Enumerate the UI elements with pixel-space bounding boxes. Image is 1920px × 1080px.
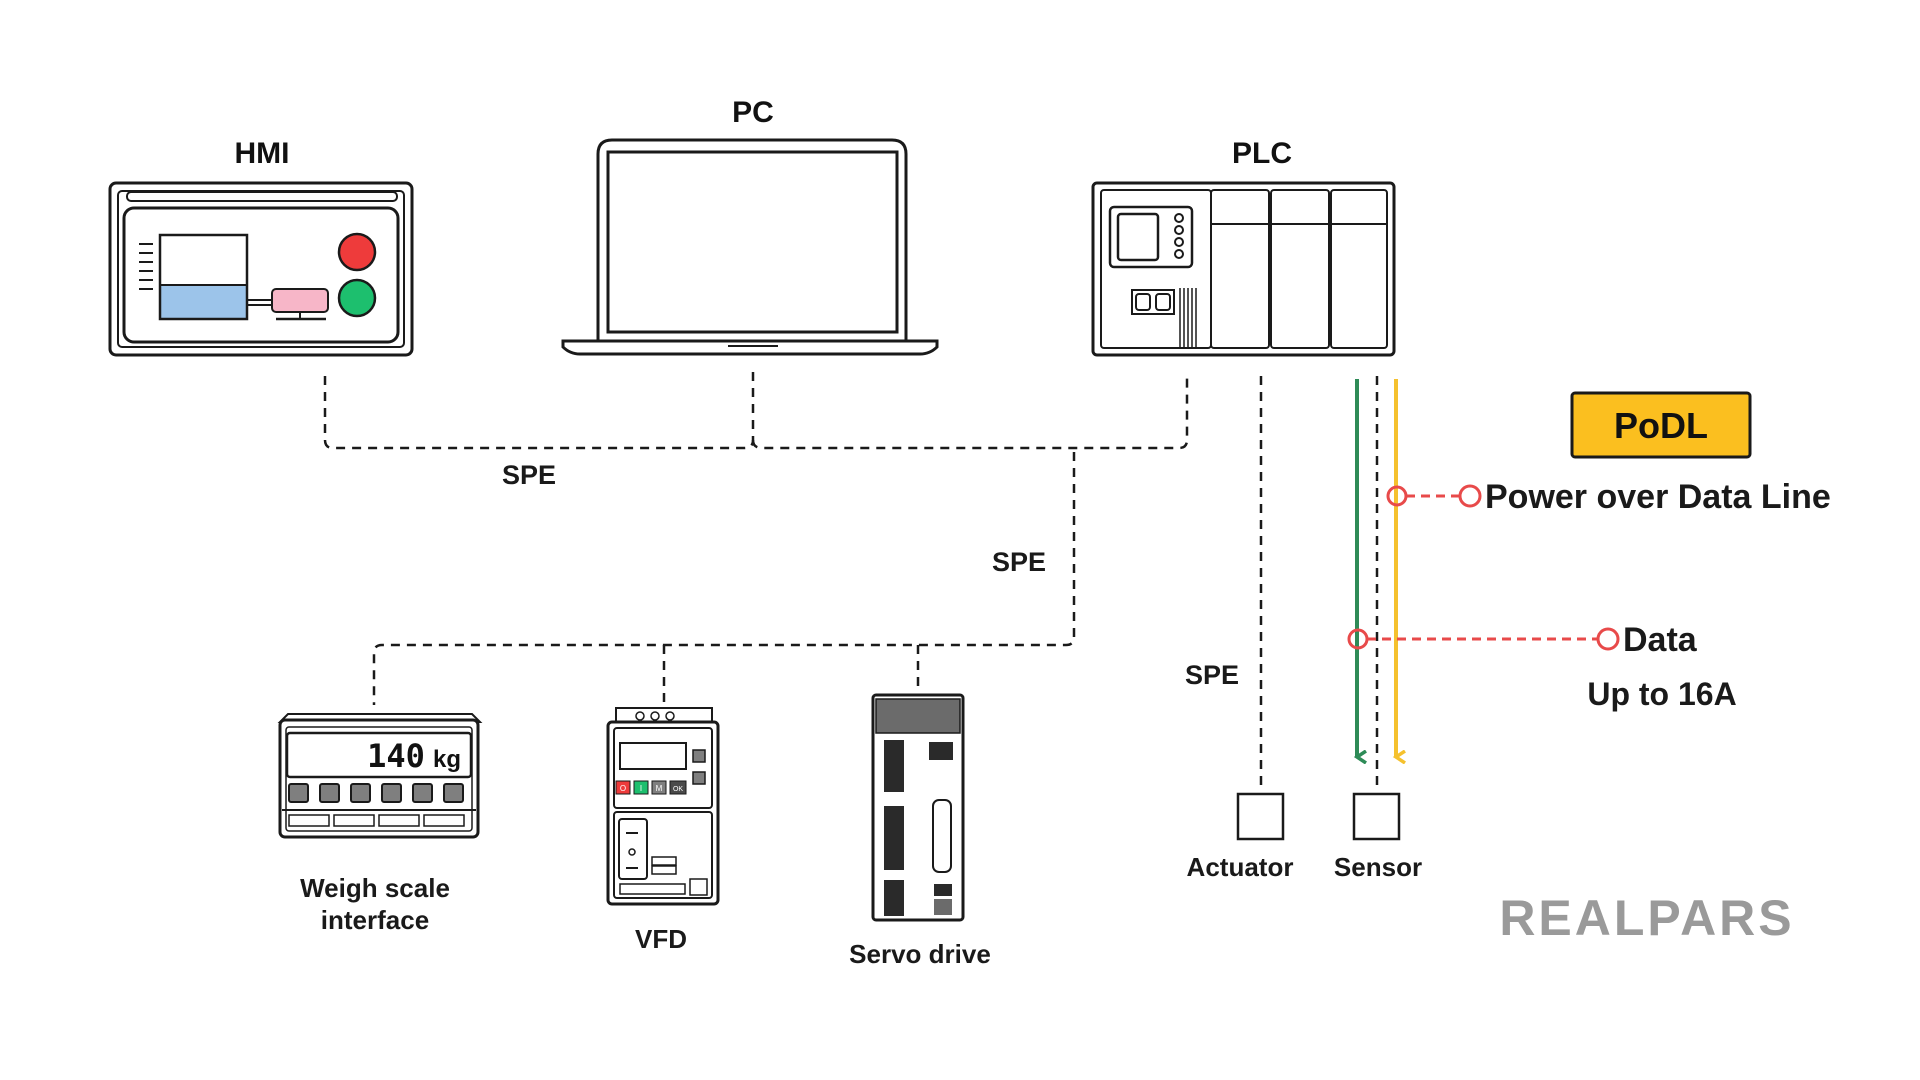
weigh-scale-display <box>285 731 473 779</box>
realpars-logo: REALPARS <box>1499 890 1794 946</box>
laptop-icon <box>561 138 939 356</box>
vfd-up-button[interactable] <box>692 749 706 763</box>
scale-key-3[interactable] <box>350 783 371 803</box>
weigh-scale-label-line1: Weigh scale <box>300 873 450 903</box>
power-callout <box>1386 484 1482 508</box>
sensor-label: Sensor <box>1334 852 1422 882</box>
spe-label-top: SPE <box>502 460 556 490</box>
pump-icon <box>271 288 329 321</box>
scale-key-6[interactable] <box>443 783 464 803</box>
data-callout <box>1347 627 1620 651</box>
start-indicator-icon <box>337 278 377 318</box>
vfd-device: O I M OK <box>606 707 720 906</box>
plc-device <box>1091 181 1396 357</box>
terminal-strip-icon <box>288 814 465 827</box>
weigh-scale-unit: kg <box>433 746 461 773</box>
pc-label: PC <box>732 96 774 129</box>
vfd-display <box>619 742 687 770</box>
sensor-device <box>1352 792 1401 841</box>
hmi-device <box>108 181 414 357</box>
weigh-scale-label-line2: interface <box>321 905 429 935</box>
scale-key-5[interactable] <box>412 783 433 803</box>
vfd-label: VFD <box>635 924 687 954</box>
podl-badge <box>1570 391 1752 459</box>
vfd-start-label: I <box>640 784 642 793</box>
vfd-mode-button[interactable] <box>651 780 667 795</box>
weigh-scale-value: 140 <box>367 737 425 775</box>
data-label: Data <box>1623 621 1698 659</box>
vfd-stop-button[interactable] <box>615 780 631 795</box>
scale-key-2[interactable] <box>319 783 340 803</box>
actuator-device <box>1236 792 1285 841</box>
vfd-ok-label: OK <box>673 786 683 793</box>
servo-drive-label: Servo drive <box>849 939 991 969</box>
podl-badge-label: PoDL <box>1614 405 1708 446</box>
tank-icon <box>158 233 249 321</box>
actuator-label: Actuator <box>1187 852 1294 882</box>
servo-connector-icon <box>932 799 952 873</box>
stop-indicator-icon <box>337 232 377 272</box>
level-scale-icon <box>139 243 153 290</box>
plc-label: PLC <box>1232 137 1292 170</box>
spe-label-mid: SPE <box>992 547 1046 577</box>
vfd-mode-label: M <box>656 784 663 793</box>
hmi-label: HMI <box>235 137 290 170</box>
servo-drive-device <box>871 693 965 922</box>
vfd-stop-label: O <box>620 784 626 793</box>
vfd-start-button[interactable] <box>633 780 649 795</box>
vfd-down-button[interactable] <box>692 771 706 785</box>
weigh-scale-device: 140 kg <box>277 713 483 839</box>
vfd-terminal-icon <box>619 883 686 895</box>
spe-network-lines <box>323 372 1379 791</box>
power-over-data-line-label: Power over Data Line <box>1485 478 1831 516</box>
current-rating-label: Up to 16A <box>1587 676 1736 712</box>
scale-key-1[interactable] <box>288 783 309 803</box>
vfd-ok-button[interactable] <box>669 780 687 795</box>
scale-key-4[interactable] <box>381 783 402 803</box>
spe-label-right: SPE <box>1185 660 1239 690</box>
